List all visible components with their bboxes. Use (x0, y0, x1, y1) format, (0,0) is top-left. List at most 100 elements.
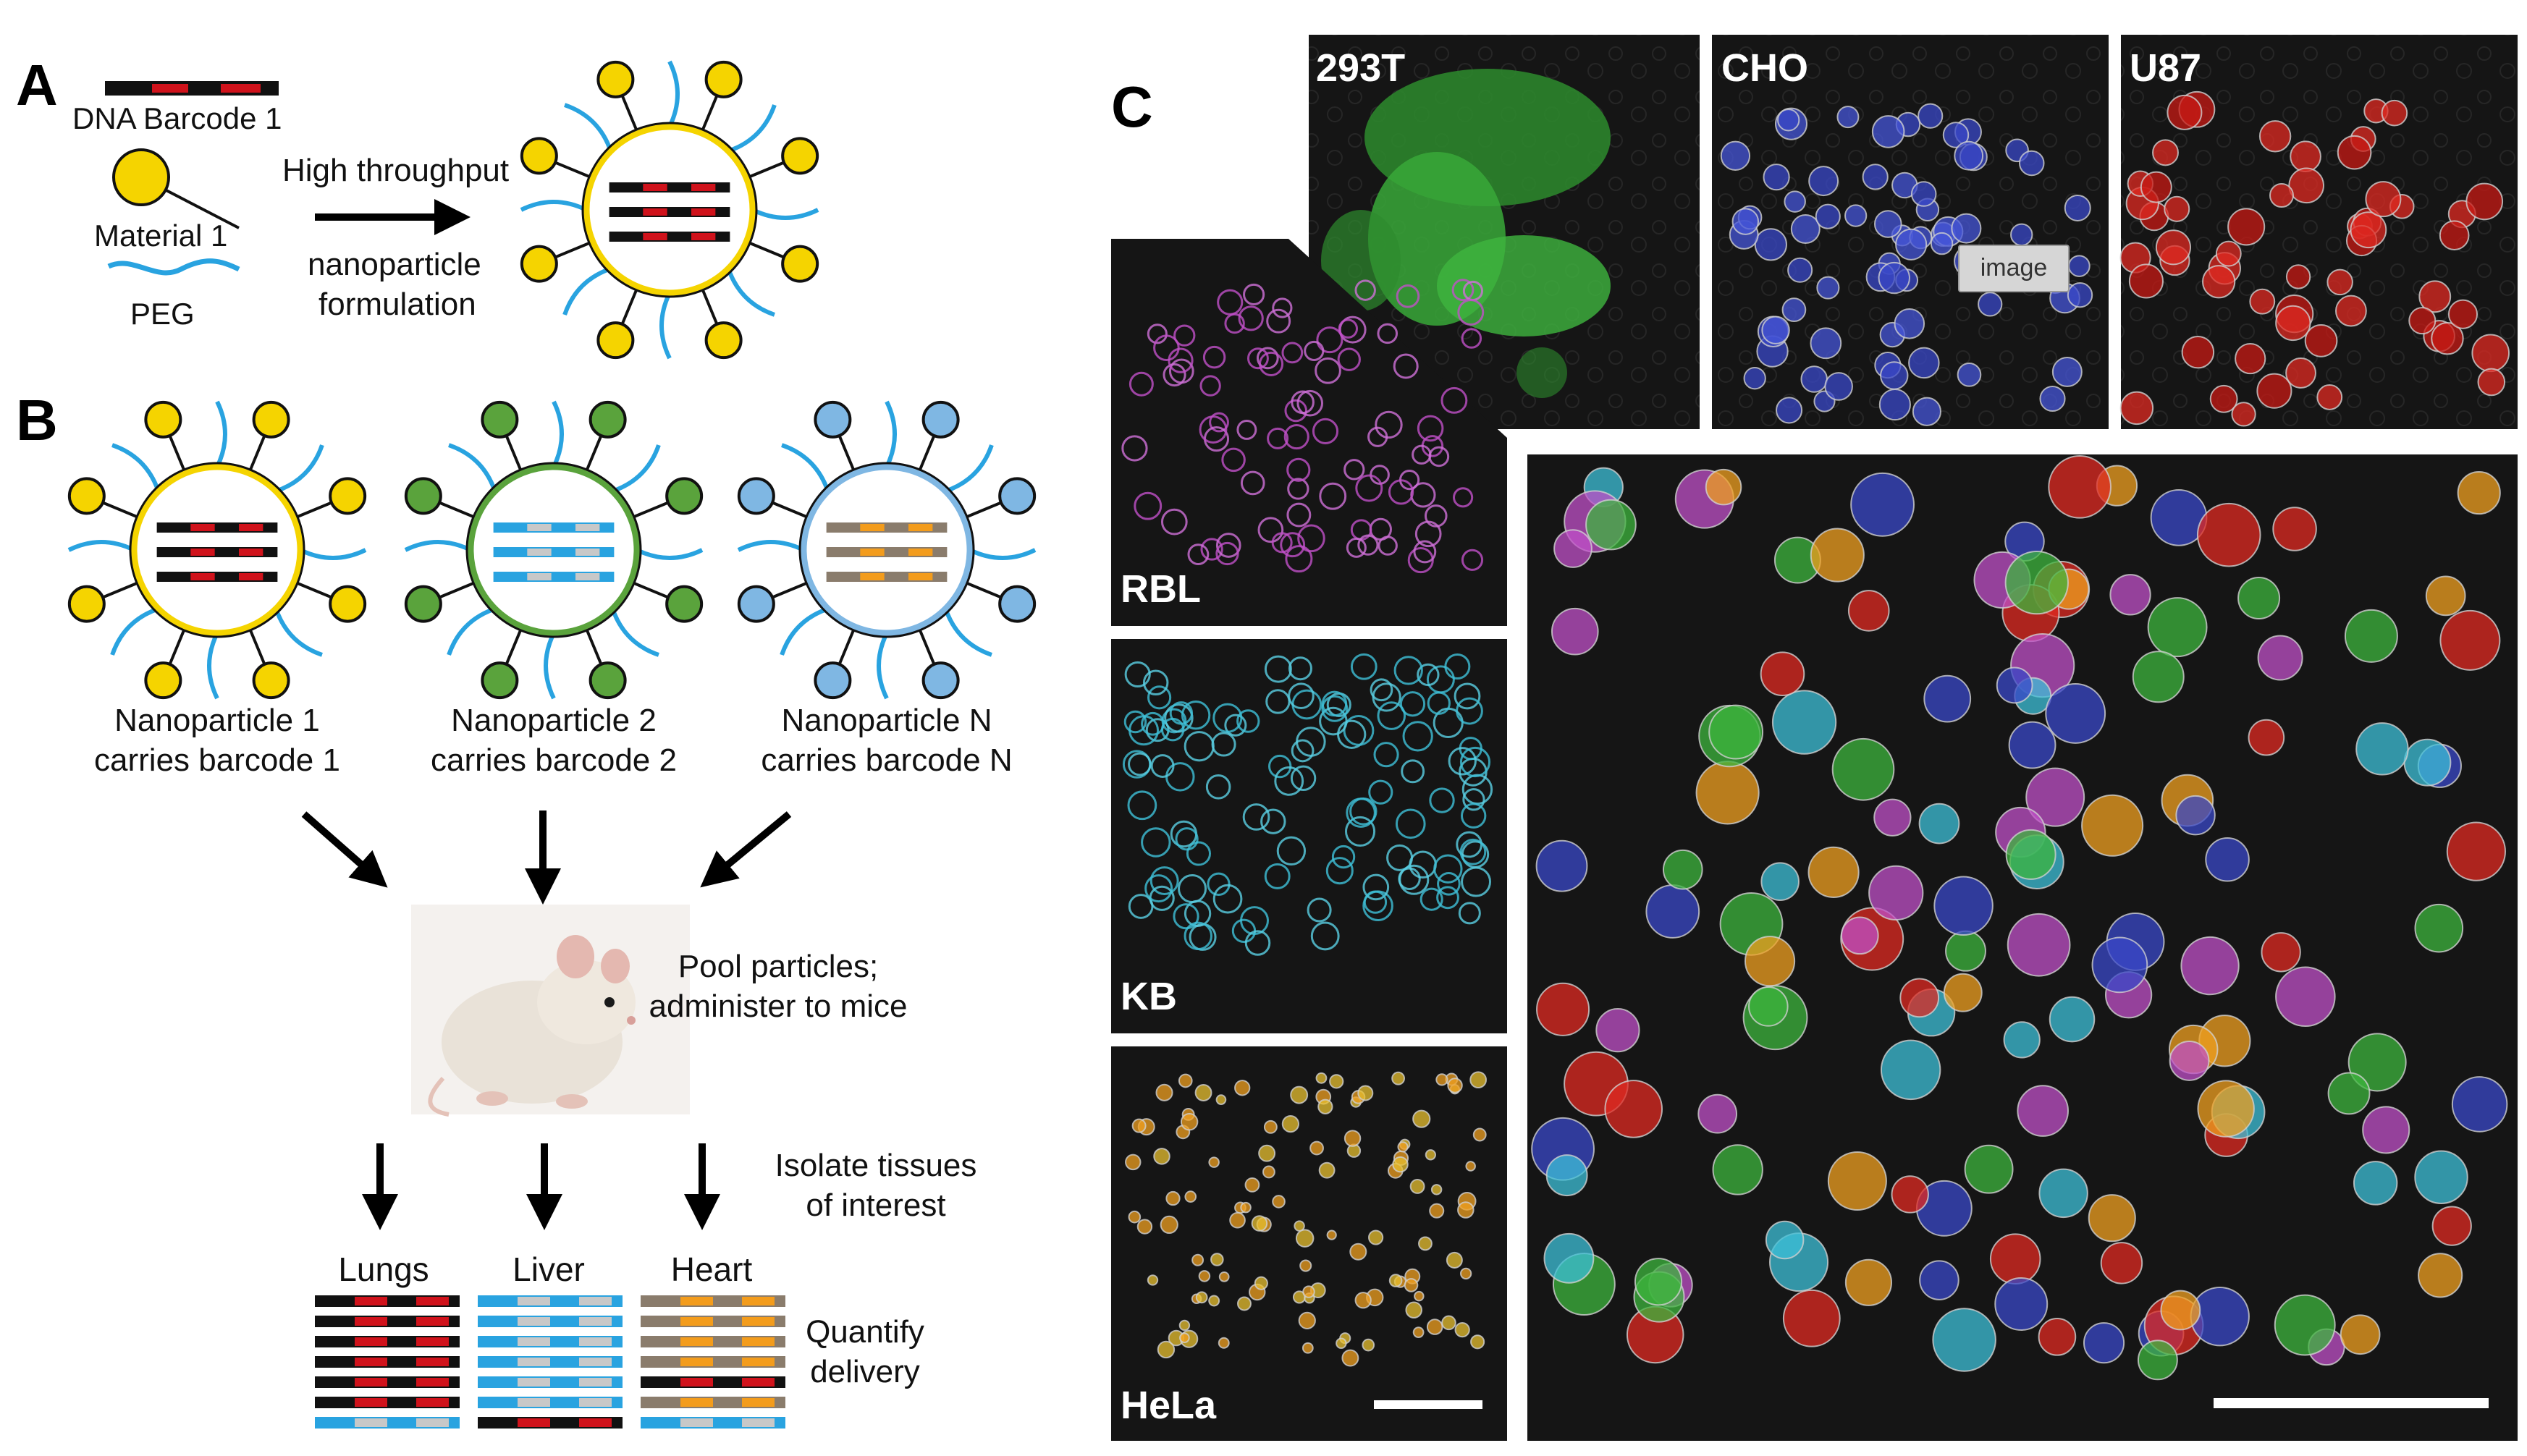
cell (2132, 651, 2185, 703)
cell (1181, 701, 1211, 730)
cell (2355, 722, 2409, 776)
arrow-particle-n (700, 811, 792, 888)
particle-1-label-2: carries barcode 1 (94, 742, 340, 778)
cell (1695, 761, 1760, 825)
cell (1388, 1274, 1403, 1287)
particle-outline (129, 462, 305, 638)
peg-label: PEG (130, 297, 195, 331)
cell (1168, 347, 1194, 373)
cell (2471, 334, 2510, 373)
cell (1708, 704, 1764, 760)
material-ball (998, 477, 1037, 515)
material-ball (481, 400, 519, 439)
peg-chain (562, 266, 612, 316)
particle-outline (798, 462, 975, 638)
nanoparticle-n (737, 400, 1037, 700)
cell (1765, 1220, 1805, 1260)
cell (2017, 1085, 2070, 1137)
cell (1153, 334, 1180, 361)
peg-chain (780, 606, 829, 656)
cell (1194, 1084, 1212, 1101)
cell (1978, 292, 2003, 317)
cell (2007, 913, 2071, 977)
cell (1304, 340, 1325, 362)
barcode-legend-bar (105, 81, 279, 96)
material-ball (737, 585, 775, 623)
cell (1868, 865, 1924, 921)
cell (1350, 653, 1378, 680)
cell (1180, 1112, 1199, 1131)
cell (1831, 737, 1895, 801)
mouse-illustration (411, 905, 690, 1117)
barcode-segment (518, 1358, 550, 1366)
barcode-segment (680, 1378, 713, 1387)
peg-chain (564, 103, 613, 152)
cell (1186, 841, 1212, 866)
process-text-3: formulation (318, 287, 476, 322)
particle-outline (465, 462, 642, 638)
cell (1396, 284, 1420, 308)
cell (1163, 363, 1186, 387)
panel-c-letter: C (1111, 75, 1153, 139)
cell (1259, 351, 1284, 376)
cell (1760, 862, 1800, 901)
barcode-segment (355, 1358, 387, 1366)
peg-chain (552, 400, 564, 468)
cell (1402, 721, 1433, 752)
micrograph-rbl: RBL (1111, 239, 1507, 626)
peg-chain (447, 606, 496, 656)
cell (1362, 1338, 1375, 1352)
cell (1453, 487, 1474, 508)
material-ball (704, 321, 743, 360)
barcode-stack-heart (641, 1295, 785, 1429)
cell (1179, 1332, 1190, 1344)
cell (2381, 99, 2408, 127)
cell (1373, 742, 1399, 768)
cell (1288, 656, 1312, 681)
barcode-segment (239, 524, 263, 531)
cell (1472, 1127, 1487, 1142)
cell (1257, 517, 1284, 543)
material-ball (665, 585, 704, 623)
cell (2038, 1317, 2077, 1356)
cell (2051, 356, 2083, 387)
cell (1461, 866, 1492, 897)
cell (1208, 1295, 1220, 1307)
barcode-segment (908, 573, 933, 580)
peg-chain (404, 540, 472, 552)
cell (1428, 446, 1450, 467)
cell (1827, 1151, 1887, 1211)
cell (1862, 164, 1889, 190)
peg-chain (781, 443, 830, 492)
cell (1175, 827, 1199, 851)
peg-chain (737, 540, 805, 552)
cell (1256, 347, 1279, 370)
cell (1470, 1334, 1485, 1350)
peg-chain (751, 208, 819, 220)
barcode-segment (416, 1418, 449, 1427)
cell (1343, 459, 1365, 481)
material-ball (814, 400, 852, 439)
peg-chain (299, 548, 367, 560)
barcode-segment (643, 233, 667, 240)
cell (1899, 978, 1940, 1018)
cell (2064, 194, 2091, 221)
barcode-segment (355, 1317, 387, 1326)
barcode-segment (579, 1358, 612, 1366)
cell (1436, 886, 1459, 910)
cell (1325, 857, 1354, 885)
peg-chain (207, 632, 219, 700)
barcode-stack-liver (478, 1295, 623, 1429)
cell (1964, 1144, 2014, 1194)
cell (2119, 391, 2154, 426)
cell (2340, 1314, 2381, 1355)
cell (1957, 362, 1982, 387)
barcode-label: DNA Barcode 1 (72, 101, 282, 135)
peg-chain (885, 400, 897, 468)
barcode-segment (355, 1418, 387, 1427)
cell (1315, 357, 1341, 384)
peg-chain (659, 292, 672, 360)
cell (2418, 280, 2452, 313)
cell (1989, 1233, 2041, 1284)
peg-chain (215, 400, 227, 468)
